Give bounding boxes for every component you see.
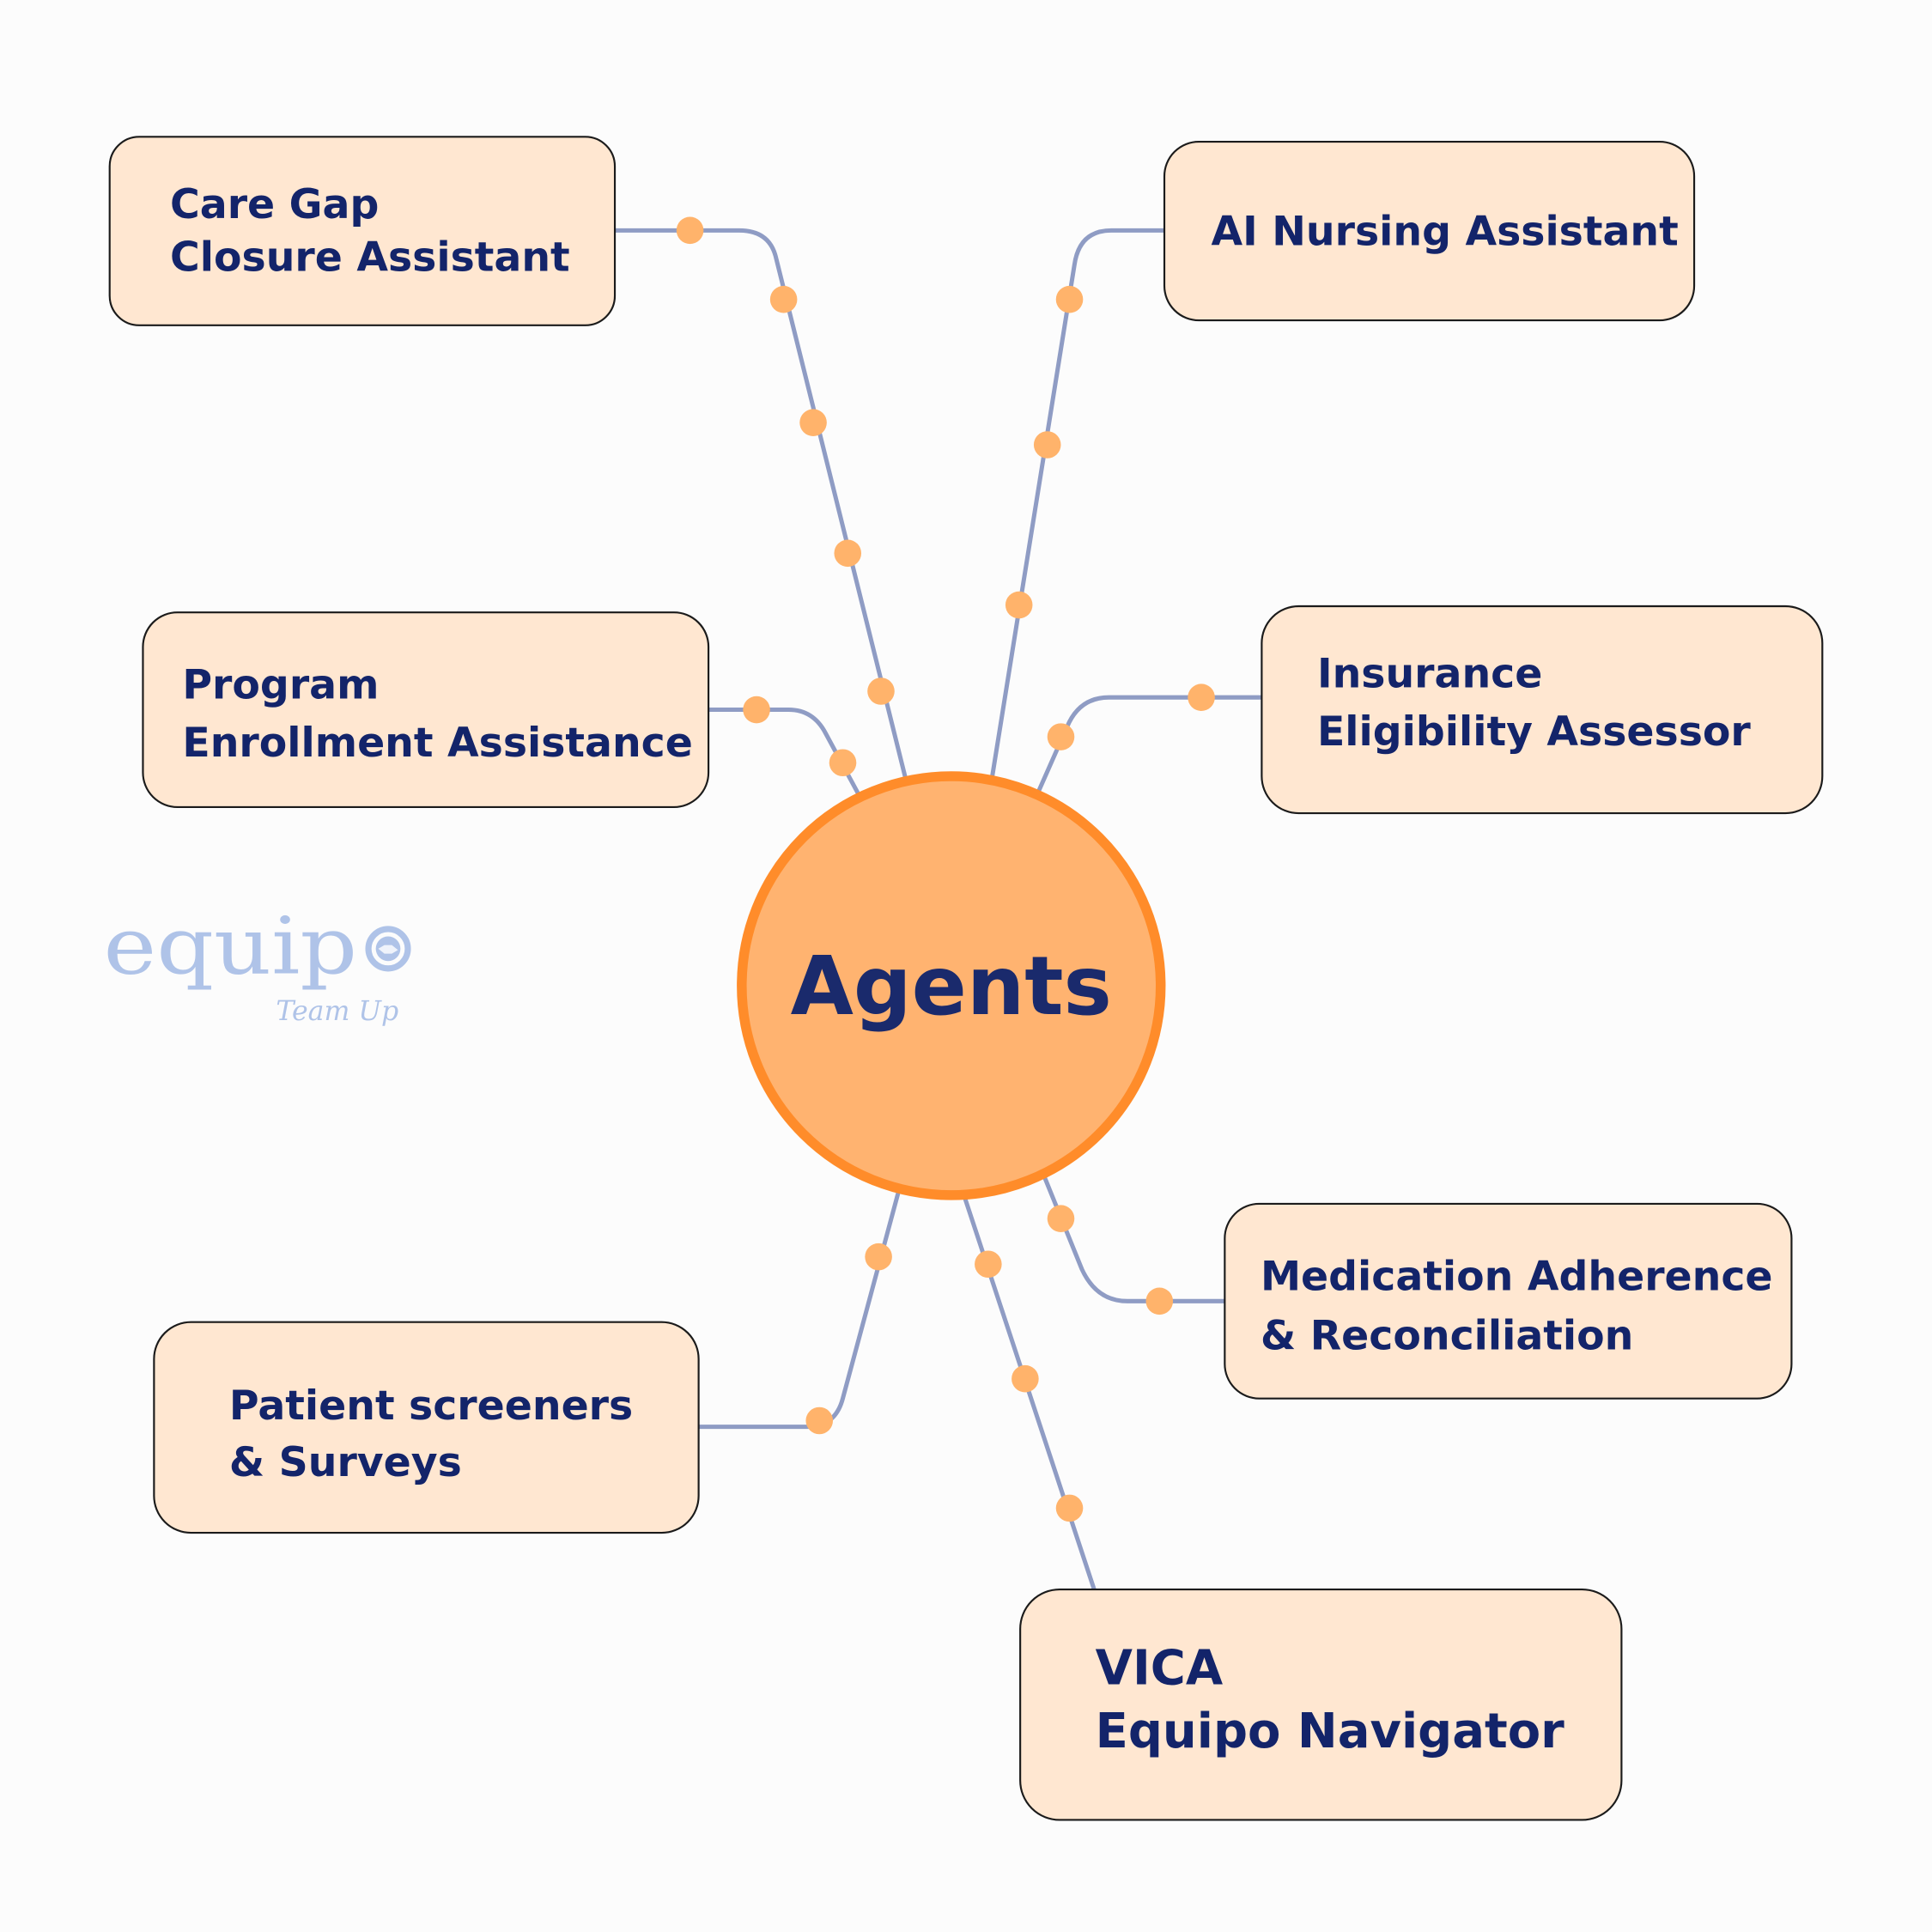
- equipo-logo: equip Team Up: [104, 901, 411, 1027]
- agent-care-gap[interactable]: Care Gap Closure Assistant: [108, 136, 617, 326]
- agent-label: Care Gap: [170, 181, 379, 228]
- logo-text: equip: [104, 901, 358, 993]
- dot: [975, 1250, 1002, 1279]
- agent-label: & Reconciliation: [1261, 1312, 1633, 1359]
- agent-label: Equipo Navigator: [1096, 1704, 1564, 1759]
- connector-dots: [676, 216, 1215, 1522]
- agent-label: Closure Assistant: [170, 234, 570, 282]
- dot: [1055, 1494, 1084, 1522]
- dot: [865, 1242, 892, 1271]
- center-label: Agents: [791, 939, 1112, 1034]
- agent-label: Eligibility Assessor: [1317, 708, 1751, 756]
- agent-ai-nursing[interactable]: AI Nursing Assistant: [1163, 140, 1696, 322]
- agent-label: VICA: [1096, 1641, 1224, 1697]
- agent-label: Enrollment Assistance: [182, 720, 693, 767]
- dot: [1005, 591, 1033, 619]
- dot: [1012, 1364, 1039, 1393]
- dot: [799, 409, 827, 436]
- dot: [1033, 431, 1061, 459]
- connector-patient: [698, 1192, 901, 1430]
- agent-insurance-eligibility[interactable]: Insurance Eligibility Assessor: [1261, 605, 1824, 815]
- dot: [743, 696, 770, 724]
- dot: [1047, 723, 1075, 750]
- dot: [805, 1406, 834, 1435]
- agent-label: AI Nursing Assistant: [1212, 209, 1679, 256]
- connector-program: [708, 708, 861, 796]
- dot: [1188, 683, 1215, 711]
- center-node[interactable]: Agents: [737, 771, 1166, 1200]
- dot: [769, 285, 798, 313]
- agent-vica[interactable]: VICA Equipo Navigator: [1019, 1589, 1623, 1821]
- dot: [829, 749, 857, 777]
- dot: [1047, 1205, 1075, 1232]
- agent-label: Program: [182, 662, 379, 709]
- logo-tagline: Team Up: [276, 996, 398, 1027]
- dot: [1145, 1287, 1174, 1315]
- agent-label: & Surveys: [229, 1439, 462, 1486]
- connector-medication: [1042, 1176, 1225, 1303]
- agent-label: Patient screeners: [229, 1382, 633, 1430]
- agent-label: Medication Adherence: [1261, 1253, 1773, 1300]
- agent-program-enrollment[interactable]: Program Enrollment Assistance: [142, 611, 710, 808]
- agent-label: Insurance: [1317, 651, 1542, 698]
- handshake-icon: [365, 926, 411, 972]
- agent-medication-adherence[interactable]: Medication Adherence & Reconciliation: [1224, 1202, 1793, 1400]
- dot: [676, 216, 704, 245]
- connector-care-gap: [615, 228, 908, 780]
- connector-ai-nursing: [989, 228, 1165, 780]
- agent-patient-screeners[interactable]: Patient screeners & Surveys: [153, 1321, 700, 1534]
- dot: [867, 677, 895, 705]
- dot: [1055, 285, 1084, 313]
- dot: [834, 539, 862, 568]
